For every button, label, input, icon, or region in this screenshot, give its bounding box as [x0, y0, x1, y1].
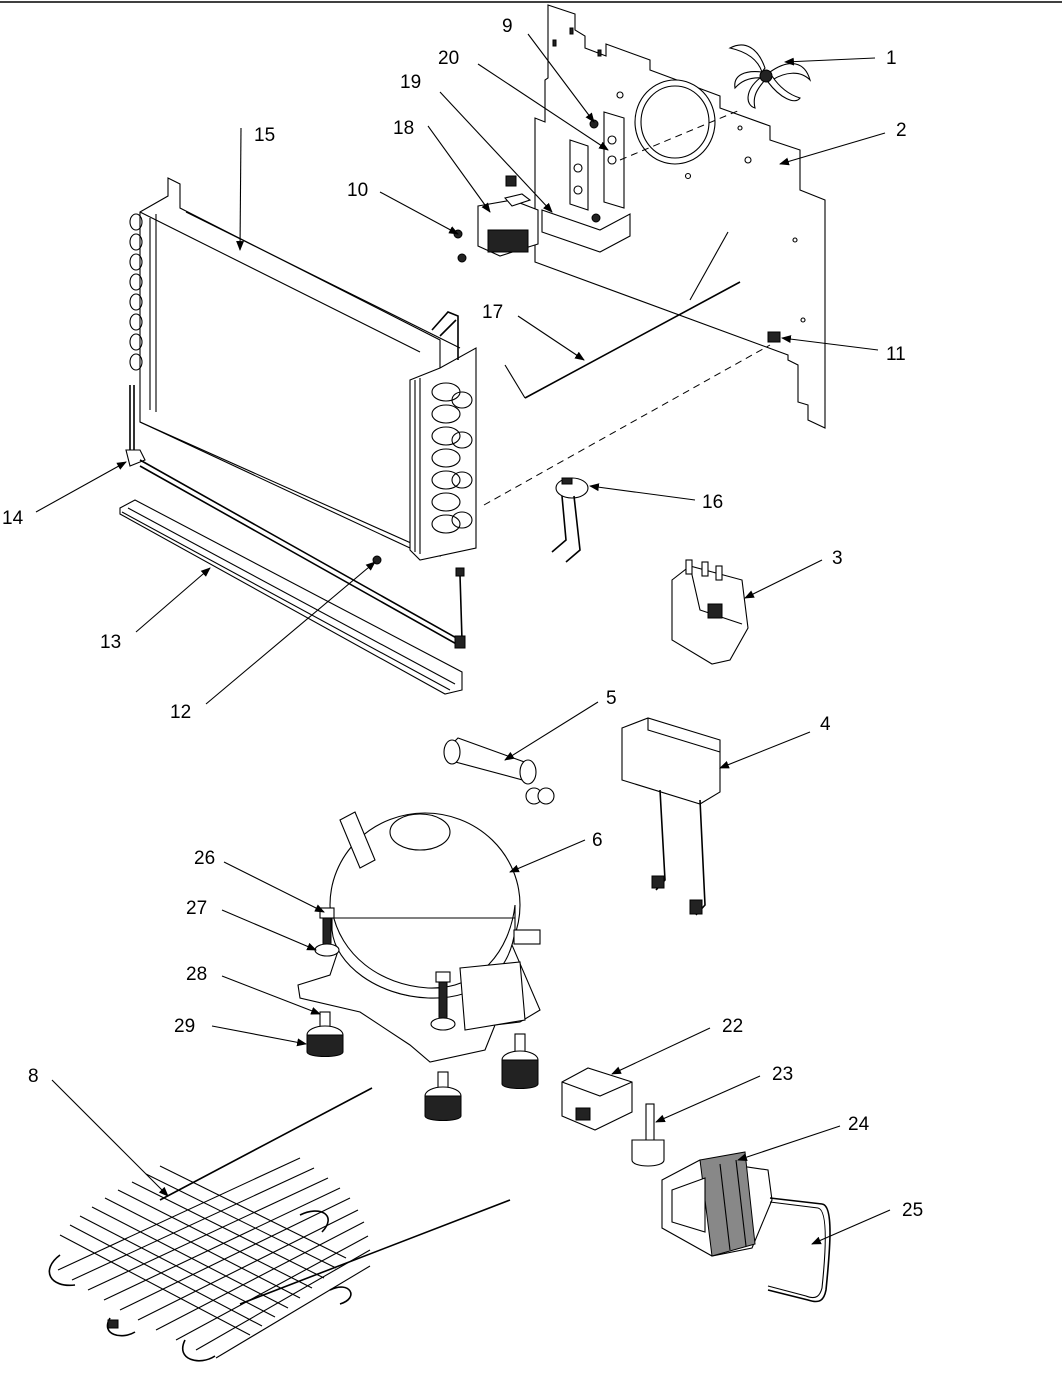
callout-12: 12 [170, 702, 191, 723]
leader-12 [205, 561, 376, 705]
filter-drier-part [443, 737, 555, 805]
overload-part [551, 477, 589, 563]
callout-23: 23 [772, 1064, 793, 1085]
callout-14: 14 [2, 508, 24, 529]
callout-9: 9 [502, 16, 513, 37]
callout-4: 4 [820, 714, 831, 735]
fan-motor-part [453, 193, 539, 263]
callout-16: 16 [702, 492, 723, 513]
leader-3 [744, 559, 823, 599]
bolt-part [314, 907, 456, 1031]
fan-blade-part [728, 44, 812, 109]
leader-2 [779, 132, 886, 166]
callout-29: 29 [174, 1016, 195, 1037]
leader-1 [784, 57, 876, 66]
clip-part [767, 331, 781, 343]
callout-5: 5 [606, 688, 617, 709]
grommet-part [306, 1011, 539, 1121]
callout-19: 19 [400, 72, 421, 93]
alignment-line-condenser [483, 344, 771, 506]
callout-13: 13 [100, 632, 121, 653]
callout-20: 20 [438, 48, 459, 69]
leader-5 [504, 701, 599, 761]
leader-22 [611, 1027, 711, 1075]
callout-27: 27 [186, 898, 207, 919]
grid-bars [57, 1157, 371, 1359]
callout-2: 2 [896, 120, 907, 141]
leader-8 [51, 1079, 169, 1197]
leader-25 [811, 1209, 891, 1245]
leader-29 [211, 1025, 307, 1047]
callout-22: 22 [722, 1016, 743, 1037]
callout-15: 15 [254, 125, 275, 146]
callout-8: 8 [28, 1066, 39, 1087]
leader-13 [135, 567, 211, 633]
leader-28 [221, 975, 321, 1015]
start-relay-part [561, 1067, 633, 1131]
back-panel-part [534, 4, 826, 429]
callout-28: 28 [186, 964, 207, 985]
leader-24 [737, 1125, 841, 1161]
callout-1: 1 [886, 48, 897, 69]
terminal-cover-part [621, 717, 721, 916]
alignment-line-fan [619, 109, 741, 161]
relay-part [671, 559, 749, 665]
callout-10: 10 [347, 180, 368, 201]
callout-24: 24 [848, 1114, 870, 1135]
transformer-part [661, 1151, 773, 1257]
compressor-part [297, 811, 541, 1063]
condenser-right-coils [431, 382, 473, 534]
leader-6 [509, 839, 586, 873]
leader-11 [781, 335, 879, 351]
mounting-bracket-part [505, 111, 631, 253]
leader-18 [427, 125, 491, 213]
condenser-left-coils [129, 213, 143, 371]
leader-16 [589, 483, 696, 501]
leader-20 [477, 63, 609, 151]
wire-harness-part [767, 1197, 831, 1303]
callout-6: 6 [592, 830, 603, 851]
wire-grid-part [48, 1087, 511, 1362]
callout-17: 17 [482, 302, 503, 323]
leader-4 [719, 731, 811, 769]
callout-18: 18 [393, 118, 414, 139]
leader-10 [379, 191, 459, 235]
capacitor-part [631, 1103, 665, 1167]
leader-9 [527, 33, 595, 123]
callout-labels: 1 2 3 4 5 6 8 9 10 11 12 13 14 15 16 17 … [2, 16, 923, 1221]
leader-23 [655, 1075, 761, 1123]
condenser-coil-part [129, 177, 477, 561]
leader-15 [236, 127, 245, 251]
base-rail-part [119, 499, 463, 695]
leader-27 [221, 909, 317, 951]
callout-26: 26 [194, 848, 215, 869]
callout-11: 11 [886, 344, 906, 365]
callout-25: 25 [902, 1200, 923, 1221]
drain-tube-part [454, 567, 466, 649]
leader-19 [439, 91, 553, 213]
leader-26 [223, 861, 325, 913]
sensor-rod-part [504, 231, 741, 399]
leader-14 [35, 461, 127, 513]
leader-17 [517, 315, 585, 361]
callout-3: 3 [832, 548, 843, 569]
inlet-tube-part [125, 385, 461, 647]
leader-lines [35, 33, 891, 1245]
